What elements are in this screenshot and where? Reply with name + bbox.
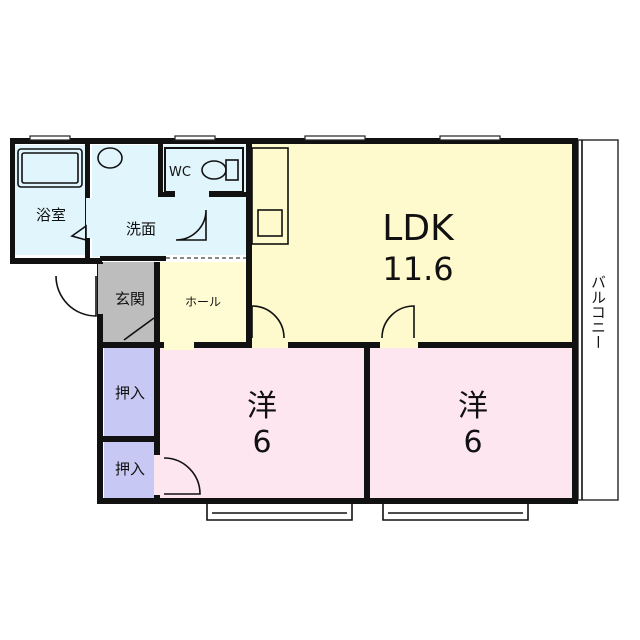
entrance-label: 玄関 <box>115 290 145 308</box>
bedroom-right <box>370 348 575 500</box>
ldk-room <box>250 143 575 345</box>
entrance-area <box>102 262 158 342</box>
bedroom-left <box>160 348 365 500</box>
closet-bottom-label: 押入 <box>115 460 145 478</box>
closet-top <box>104 348 156 436</box>
room-left-size: 6 <box>252 425 271 460</box>
bath-room <box>14 145 88 255</box>
door-swings <box>55 209 415 495</box>
wash-label: 洗面 <box>126 220 156 238</box>
closet-bottom <box>104 442 156 498</box>
wc-label: WC <box>169 165 191 180</box>
hall-area <box>160 262 248 342</box>
ldk-label: LDK <box>382 208 455 249</box>
balcony-label: バルコニー <box>589 275 607 350</box>
hall-label: ホール <box>185 295 221 309</box>
room-left-label: 洋 <box>247 389 277 424</box>
closet-top-label: 押入 <box>115 384 145 402</box>
room-right-size: 6 <box>463 425 482 460</box>
bath-label: 浴室 <box>36 206 66 224</box>
ldk-size: 11.6 <box>382 250 453 288</box>
room-right-label: 洋 <box>458 389 488 424</box>
balcony <box>577 139 619 501</box>
